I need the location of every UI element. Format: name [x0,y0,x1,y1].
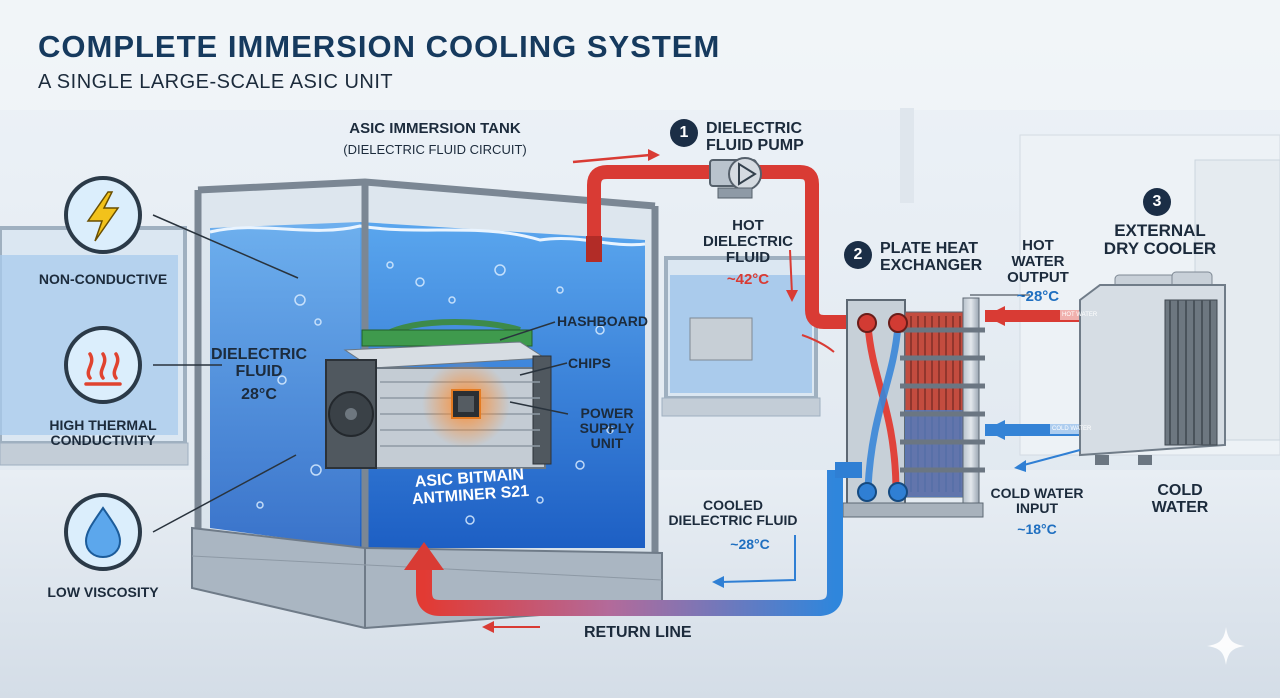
dielectric-fluid-label: DIELECTRIC FLUID [211,346,307,381]
property-badges [64,176,299,571]
hashboard-label: HASHBOARD [557,313,648,329]
step-2-number: 2 [853,246,863,263]
property-low-viscosity-label: LOW VISCOSITY [47,584,159,600]
hot-water-temp: ~28°C [1016,288,1060,305]
dielectric-fluid-temp: 28°C [241,386,277,403]
page-title: COMPLETE IMMERSION COOLING SYSTEM [38,29,721,64]
exchanger-label: PLATE HEAT EXCHANGER [880,240,983,275]
hot-pipe [586,165,862,329]
hot-dielectric-temp: ~42°C [726,271,770,288]
miner-leader-lines [499,321,569,415]
tank-title: ASIC IMMERSION TANK [349,120,521,137]
asic-miner [325,319,552,469]
cold-water-pipe-tag: COLD WATER [1052,426,1092,432]
step-3-number: 3 [1152,193,1162,210]
pump-label: DIELECTRIC FLUID PUMP [706,120,804,155]
step-1-number: 1 [679,124,689,141]
lightning-icon [86,191,120,242]
tank-subtitle: (DIELECTRIC FLUID CIRCUIT) [343,142,527,157]
chip [451,389,481,419]
property-non-conductive-label: NON-CONDUCTIVE [38,271,168,287]
cold-water-label: COLD WATER [1151,482,1209,517]
cold-water-input-temp: ~18°C [1017,521,1057,537]
background-tank-right [661,256,821,417]
step-2-badge [844,241,872,269]
sparkle-icon [1207,627,1245,665]
play-triangle-icon [738,162,757,186]
dry-cooler [1079,271,1226,465]
cold-water-input-label: COLD WATER INPUT [990,485,1084,517]
chips-label: CHIPS [568,355,611,371]
page-subtitle: A SINGLE LARGE-SCALE ASIC UNIT [38,71,394,93]
plate-heat-exchanger [842,297,985,518]
dielectric-pump [709,157,762,199]
step-3-badge [1143,188,1171,216]
step-1-badge [670,119,698,147]
step-badges [670,119,1171,269]
property-high-thermal-label: HIGH THERMAL CONDUCTIVITY [49,417,157,449]
hot-water-label: HOT WATER OUTPUT [1007,237,1069,287]
dry-cooler-label: EXTERNAL DRY COOLER [1103,221,1217,259]
droplet-icon [84,506,122,559]
hot-water-pipe-tag: HOT WATER [1062,312,1098,318]
cooled-fluid-label: COOLED DIELECTRIC FLUID [668,497,798,529]
return-line-label: RETURN LINE [584,624,692,641]
psu-label: POWER SUPPLY UNIT [579,405,635,452]
heat-waves-icon [84,352,122,386]
cooled-fluid-temp: ~28°C [730,536,770,552]
return-line-pipe [404,462,862,616]
hot-dielectric-label: HOT DIELECTRIC FLUID [703,217,793,267]
flow-arrows [482,149,1081,633]
fluid-side-face [210,222,360,548]
